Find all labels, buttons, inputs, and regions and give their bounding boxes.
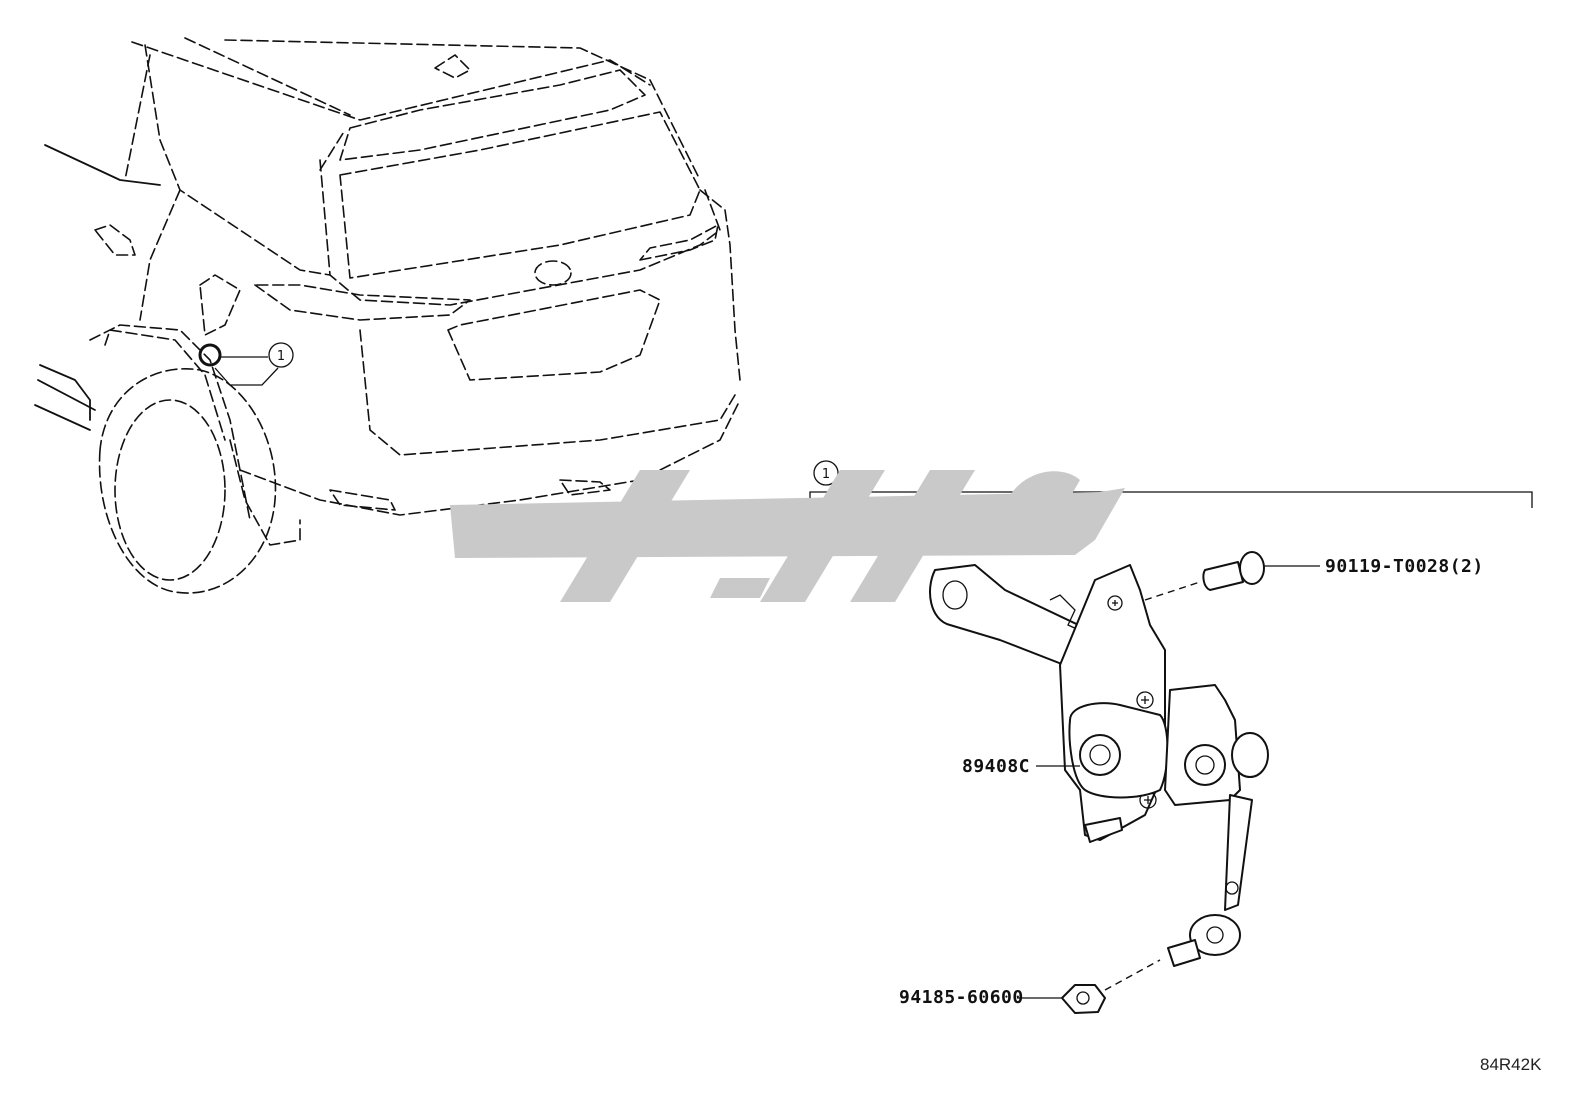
location-callout-number: 1 — [277, 349, 285, 364]
vehicle-rear-illustration — [34, 37, 741, 594]
nut-illustration — [1061, 959, 1161, 1014]
part-number-nut: 94185-60600 — [899, 987, 1024, 1008]
sensor-location-marker — [198, 343, 222, 367]
part-label-bolt: 90119-T0028(2) — [1325, 556, 1484, 577]
location-callout: 1 — [268, 342, 294, 368]
group-callout-number: 1 — [822, 467, 830, 482]
part-label-sensor: 89408C — [962, 756, 1080, 777]
watermark-logo — [450, 470, 1125, 602]
illustration-code: 84R42K — [1480, 1055, 1542, 1074]
group-bracket: 1 — [809, 460, 1533, 508]
part-label-nut: 94185-60600 — [899, 987, 1062, 1008]
part-number-bolt: 90119-T0028(2) — [1325, 556, 1484, 577]
height-sensor-illustration — [929, 564, 1269, 967]
part-number-sensor: 89408C — [962, 756, 1030, 777]
bolt-illustration — [1144, 551, 1320, 601]
